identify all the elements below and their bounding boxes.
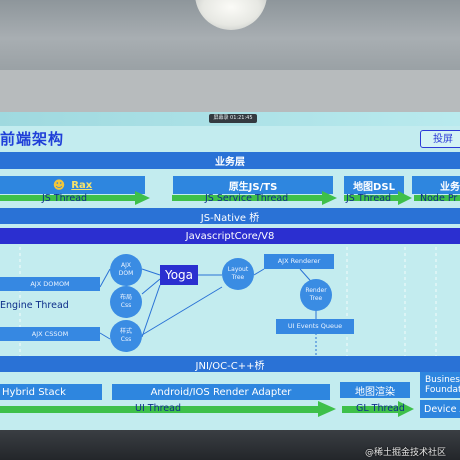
js-native-bridge-bar: JS-Native 桥 — [0, 208, 460, 224]
js-thread-2-arrowhead — [398, 191, 412, 205]
ui-thread-arrowhead — [318, 401, 336, 417]
rax-logo-icon: ☻ — [52, 178, 66, 192]
yoga-label: Yoga — [164, 268, 194, 282]
room-floor — [0, 430, 460, 460]
yoga-box: Yoga — [160, 265, 198, 285]
javascriptcore-bar: JavascriptCore/V8 — [0, 228, 460, 244]
screen-top-bar: 屏幕录 01:21:45 — [0, 112, 460, 126]
js-thread-arrowhead — [135, 191, 150, 205]
ui-thread-label: UI Thread — [135, 403, 181, 414]
js-thread-2-arrow — [344, 195, 400, 201]
thread-arrows-top — [0, 191, 460, 205]
ajx-domom-box: AJX DOMOM — [0, 277, 100, 291]
js-native-bridge-label: JS-Native 桥 — [200, 212, 260, 224]
render-tree-label: Render Tree — [305, 287, 327, 302]
node-arrow — [414, 195, 460, 201]
node-pr-label: Node Pr — [420, 193, 458, 204]
map-dsl-label: 地图DSL — [353, 181, 395, 193]
rax-box: ☻ Rax — [0, 176, 145, 194]
layout-css-circle-label: 布局 Css — [119, 294, 132, 309]
js-service-thread-label: JS Service Thread — [205, 193, 289, 204]
map-dsl-box: 地图DSL — [344, 176, 404, 194]
ajx-cssom-box: AJX CSSOM — [0, 327, 100, 341]
native-jsts-label: 原生JS/TS — [228, 181, 278, 193]
business-right-label: 业务 — [440, 181, 460, 193]
jni-bridge-label: JNI/OC-C++桥 — [195, 360, 265, 372]
native-jsts-box: 原生JS/TS — [173, 176, 333, 194]
projection-screen: 屏幕录 01:21:45 前端架构 投屏 业务层 ☻ Rax 原生JS/TS 地… — [0, 112, 460, 442]
ajx-dom-circle-label: AJX DOM — [118, 262, 134, 277]
thread-arrows-bottom — [0, 401, 414, 417]
business-foundation-label-2: Foundati — [425, 385, 460, 395]
rax-label: Rax — [71, 179, 93, 191]
map-render-label: 地图渲染 — [355, 386, 395, 398]
gl-thread-label: GL Thread — [356, 403, 405, 414]
style-css-circle: 样式 Css — [110, 320, 142, 352]
layout-tree-label: Layout Tree — [227, 266, 249, 281]
page-title: 前端架构 — [0, 130, 65, 148]
watermark: @稀土掘金技术社区 — [365, 448, 447, 458]
render-tree-circle: Render Tree — [300, 279, 332, 311]
business-foundation-label-1: Busines — [425, 375, 460, 385]
js-service-thread-arrow — [172, 195, 322, 201]
ui-thread-arrow — [0, 406, 318, 413]
cast-button[interactable]: 投屏 — [420, 130, 460, 148]
device-a-box: Device A — [420, 400, 460, 418]
map-render-box: 地图渲染 — [340, 382, 410, 398]
javascriptcore-label: JavascriptCore/V8 — [185, 230, 275, 242]
business-layer-bar: 业务层 — [0, 152, 460, 169]
device-a-label: Device A — [424, 403, 460, 415]
engine-thread-label: Engine Thread — [0, 300, 69, 311]
ajx-renderer-box: AJX Renderer — [264, 254, 334, 269]
js-thread-label: JS Thread — [42, 193, 88, 204]
hybrid-stack-box: Hybrid Stack — [0, 384, 102, 400]
layout-css-circle: 布局 Css — [110, 286, 142, 318]
ui-events-queue-box: UI Events Queue — [276, 319, 354, 334]
hybrid-stack-label: Hybrid Stack — [2, 386, 66, 398]
ajx-dom-circle: AJX DOM — [110, 254, 142, 286]
js-service-thread-arrowhead — [322, 191, 337, 205]
business-layer-label: 业务层 — [215, 157, 245, 168]
js-thread-arrow — [0, 195, 135, 201]
gl-thread-arrow — [342, 406, 398, 413]
recording-indicator: 屏幕录 01:21:45 — [209, 114, 257, 123]
style-css-circle-label: 样式 Css — [119, 328, 132, 343]
layout-tree-circle: Layout Tree — [222, 258, 254, 290]
business-foundation-box: Busines Foundati — [420, 372, 460, 398]
render-adapter-label: Android/IOS Render Adapter — [150, 386, 292, 398]
business-right-box: 业务 — [412, 176, 460, 194]
js-thread-2-label: JS Thread — [346, 193, 392, 204]
jni-bridge-bar: JNI/OC-C++桥 — [0, 356, 460, 372]
render-adapter-box: Android/IOS Render Adapter — [112, 384, 330, 400]
gl-thread-arrowhead — [398, 401, 414, 417]
